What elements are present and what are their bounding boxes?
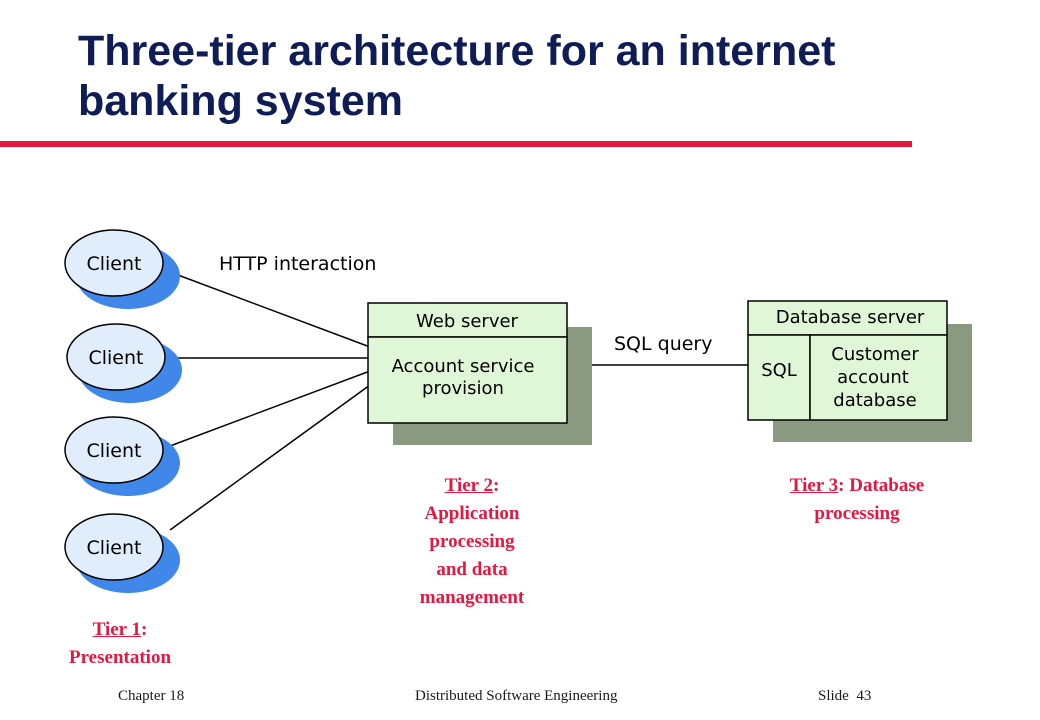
client-label: Client xyxy=(86,537,141,559)
client-ellipse xyxy=(64,416,164,484)
tier-2-line-5: management xyxy=(419,587,525,608)
tier-2-label: Tier 2: Application processing and data … xyxy=(392,472,552,612)
web-server-title: Web server xyxy=(416,311,519,332)
database-server-db-line-2: account xyxy=(837,367,909,388)
client-1-connection xyxy=(169,271,371,348)
tier-3-line-2: processing xyxy=(814,503,900,524)
database-server-sql-label: SQL xyxy=(761,360,797,381)
footer-chapter: Chapter 18 xyxy=(118,688,185,704)
client-ellipse xyxy=(64,229,164,297)
tier-2-line-4: and data xyxy=(436,559,508,580)
title-underline xyxy=(0,141,912,147)
database-server-box: Database server SQL Customer account dat… xyxy=(747,300,972,442)
client-node-1: Client xyxy=(64,229,180,309)
tier-1-line-2: Presentation xyxy=(68,647,172,668)
tier-3-label: Tier 3: Database processing xyxy=(747,472,967,528)
web-server-body-line-1: Account service xyxy=(392,356,535,377)
web-server-body-line-2: provision xyxy=(422,378,504,399)
tier-3-name: Tier 3 xyxy=(789,475,839,496)
web-server-box: Web server Account service provision xyxy=(367,302,592,445)
tier-2-line-3: processing xyxy=(429,531,515,552)
client-node-2: Client xyxy=(66,323,182,403)
tier-3-line-1-rest: : Database xyxy=(838,475,925,496)
footer-slide-number: Slide 43 xyxy=(818,688,872,704)
tier-1-name: Tier 1 xyxy=(92,619,142,640)
sql-query-label: SQL query xyxy=(614,333,713,355)
client-node-4: Client xyxy=(64,513,180,593)
database-server-title-cell xyxy=(747,300,948,336)
tier-2-name: Tier 2 xyxy=(444,475,494,496)
slide-title: Three-tier architecture for an internet … xyxy=(78,27,836,125)
database-server-title: Database server xyxy=(776,307,925,328)
tier-1-line-1-rest: : xyxy=(141,619,148,640)
tier-2-line-2: Application xyxy=(424,503,520,524)
database-server-db-line-1: Customer xyxy=(831,344,919,365)
client-label: Client xyxy=(88,347,143,369)
web-server-title-cell xyxy=(367,302,568,338)
database-server-sql-cell xyxy=(747,334,811,421)
client-node-3: Client xyxy=(64,416,180,496)
client-ellipse xyxy=(66,323,166,391)
database-server-db-line-3: database xyxy=(833,390,916,411)
http-connection-lines xyxy=(169,271,748,531)
tier-1-label: Tier 1: Presentation xyxy=(40,616,200,672)
client-4-connection xyxy=(169,384,371,531)
web-server-body-cell xyxy=(367,336,568,424)
footer-course-title: Distributed Software Engineering xyxy=(415,688,618,704)
client-ellipse xyxy=(64,513,164,581)
client-label: Client xyxy=(86,253,141,275)
tier-2-line-1-rest: : xyxy=(493,475,500,496)
client-label: Client xyxy=(86,440,141,462)
database-server-db-cell xyxy=(809,334,948,421)
client-3-connection xyxy=(169,370,371,447)
http-interaction-label: HTTP interaction xyxy=(219,253,376,275)
